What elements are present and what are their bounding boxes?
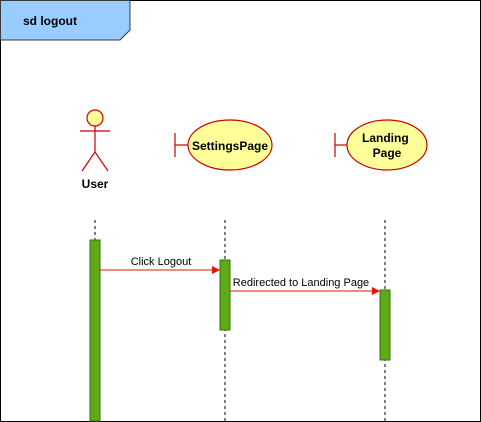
participant-label-user: User (82, 177, 109, 191)
participant-landing-page: Landing Page (334, 119, 428, 171)
actor-icon (80, 109, 110, 172)
boundary-icon (174, 119, 273, 171)
participant-label-settings-page: SettingsPage (192, 139, 268, 153)
message-click-logout: Click Logout (100, 256, 220, 274)
boundary-icon (334, 119, 428, 171)
frame-tab (0, 0, 131, 41)
participant-settings-page: SettingsPage (174, 119, 273, 171)
participant-user: User (80, 109, 110, 191)
message-redirected: Redirected to Landing Page (230, 277, 380, 295)
message-label: Click Logout (131, 256, 192, 268)
frame-title: sd logout (23, 14, 77, 28)
activation-bar-landing-page (379, 289, 391, 361)
participant-label-landing-page: Landing Page (362, 131, 412, 160)
activation-bar-settings-page (219, 259, 231, 331)
activation-bar-user (89, 239, 101, 422)
message-label: Redirected to Landing Page (233, 277, 369, 289)
